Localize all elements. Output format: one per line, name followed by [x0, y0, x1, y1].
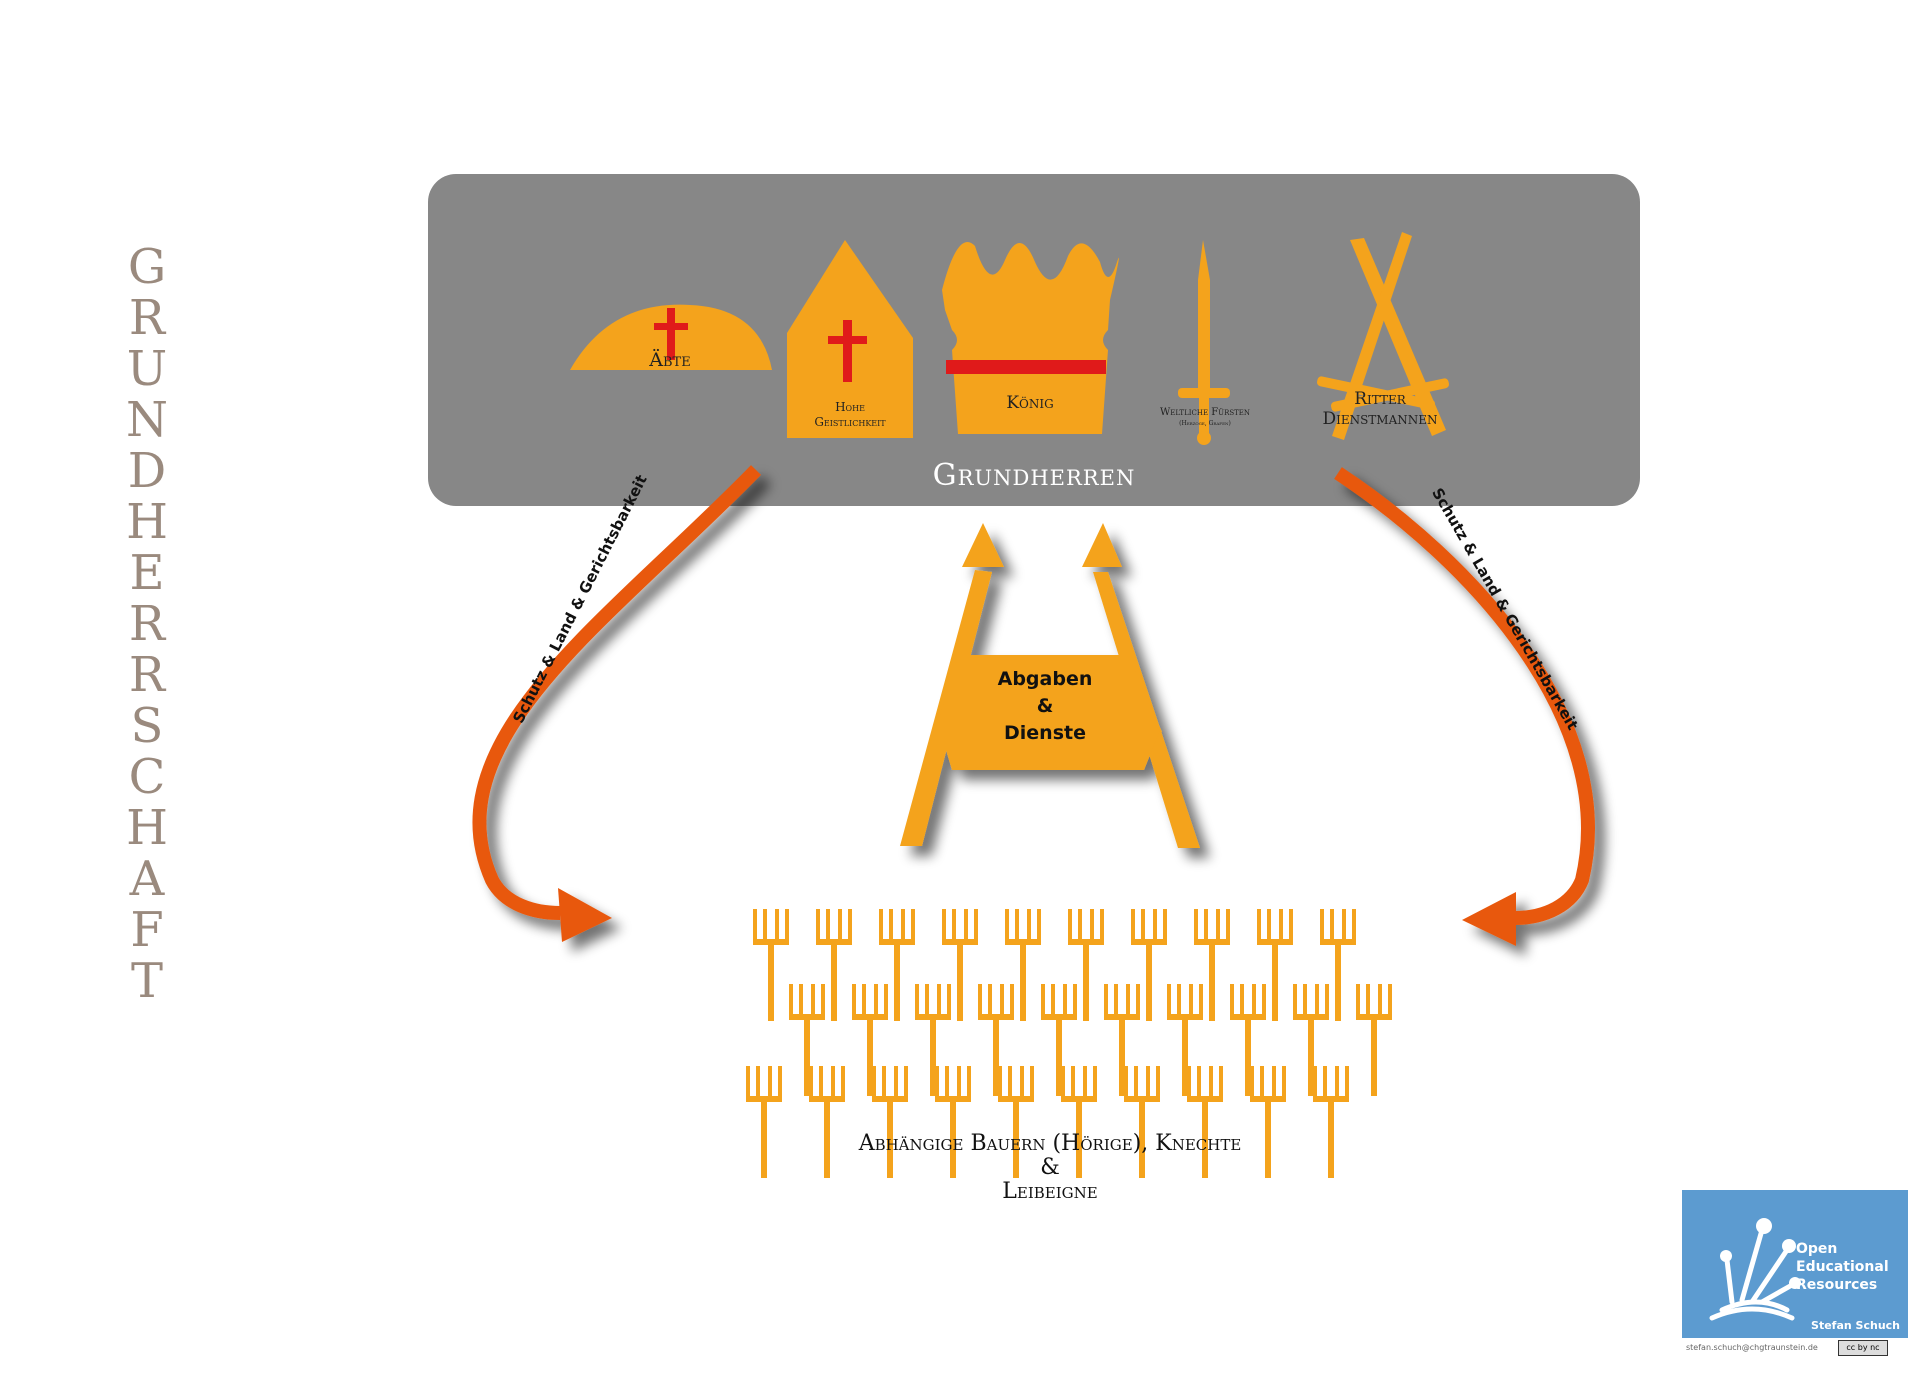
label-peasants: Abhängige Bauern (Hörige), Knechte & Lei…	[760, 1132, 1340, 1204]
pitchfork-icon	[1005, 909, 1041, 1021]
oer-badge: Open Educational Resources Stefan Schuch	[1682, 1190, 1908, 1338]
cc-license-icon: cc by nc	[1838, 1340, 1888, 1356]
label-peasants-amp: &	[1040, 1155, 1060, 1180]
label-geistlichkeit: Geistlichkeit	[814, 415, 886, 429]
pitchfork-icon	[1041, 984, 1077, 1096]
pitchfork-icon	[816, 909, 852, 1021]
pitchfork-icon	[746, 1066, 782, 1178]
title-letter: R	[128, 290, 166, 346]
label-ritter-line1: Ritter	[1354, 389, 1406, 409]
label-ritter: Ritter Dienstmannen	[1290, 389, 1470, 429]
mitre-icon	[787, 240, 913, 438]
label-tribute: Abgaben & Dienste	[965, 666, 1125, 747]
label-hohe: Hohe	[835, 400, 865, 414]
pitchfork-icon	[998, 1066, 1034, 1178]
label-amp: &	[1036, 695, 1054, 717]
oer-email: stefan.schuch@chgtraunstein.de	[1686, 1343, 1818, 1352]
pitchfork-icon	[942, 909, 978, 1021]
pitchfork-icon	[1250, 1066, 1286, 1178]
label-peasants-line1: Abhängige Bauern (Hörige), Knechte	[858, 1131, 1242, 1156]
label-koenig: König	[1006, 393, 1054, 413]
label-hohe-geistlichkeit: Hohe Geistlichkeit	[788, 400, 912, 430]
pitchfork-icon	[753, 909, 789, 1021]
title-letter: U	[126, 341, 168, 397]
label-fuersten-sub: (Herzoge, Grafen)	[1179, 420, 1231, 427]
title-letter: T	[130, 953, 163, 1009]
pitchfork-icon	[1320, 909, 1356, 1021]
label-fuersten: Weltliche Fürsten	[1159, 407, 1251, 418]
title-letter: R	[128, 596, 166, 652]
oer-hands-icon	[1709, 1218, 1801, 1321]
title-letter: H	[126, 800, 168, 856]
oer-text: Open Educational Resources	[1796, 1240, 1889, 1294]
title-letter: E	[129, 545, 165, 601]
pitchfork-icon	[1104, 984, 1140, 1096]
label-grundherren: Grundherren	[932, 458, 1136, 493]
label-abgaben: Abgaben	[997, 668, 1093, 690]
label-dienste: Dienste	[1004, 722, 1086, 744]
pitchfork-icon	[1356, 984, 1392, 1096]
pitchfork-icon	[1257, 909, 1293, 1021]
pitchfork-icon	[1187, 1066, 1223, 1178]
pitchfork-icon	[1131, 909, 1167, 1021]
pitchfork-icon	[1313, 1066, 1349, 1178]
title-letter: D	[127, 443, 167, 499]
arrow-right-schutz	[1334, 467, 1595, 946]
pitchfork-icon	[852, 984, 888, 1096]
pitchfork-icon	[879, 909, 915, 1021]
pitchfork-icon	[1068, 909, 1104, 1021]
arrow-left-schutz	[472, 465, 762, 942]
pitchfork-icon	[789, 984, 825, 1096]
oer-line-resources: Resources	[1796, 1277, 1878, 1293]
pitchfork-icon	[935, 1066, 971, 1178]
title-letter: S	[130, 698, 164, 754]
oer-author: Stefan Schuch	[1811, 1319, 1900, 1332]
pitchfork-icon	[1124, 1066, 1160, 1178]
title-letter: F	[130, 902, 164, 958]
pitchfork-icon	[1167, 984, 1203, 1096]
title-letter: N	[126, 392, 168, 448]
pitchfork-icon	[915, 984, 951, 1096]
pitchfork-icon	[1230, 984, 1266, 1096]
title-letter: G	[127, 239, 167, 295]
label-peasants-line3: Leibeigne	[1002, 1179, 1098, 1204]
pitchfork-field	[746, 909, 1392, 1178]
crossed-swords-icon	[1317, 232, 1449, 440]
pitchfork-icon	[1194, 909, 1230, 1021]
title-letter: A	[129, 851, 165, 907]
pitchfork-icon	[1061, 1066, 1097, 1178]
pitchfork-icon	[1293, 984, 1329, 1096]
pitchfork-icon	[872, 1066, 908, 1178]
crown-icon	[942, 241, 1119, 434]
pitchfork-icon	[978, 984, 1014, 1096]
title-letter: C	[128, 749, 166, 805]
aebte-icon	[570, 304, 772, 370]
label-weltliche-fuersten: Weltliche Fürsten (Herzoge, Grafen)	[1130, 407, 1280, 429]
pitchfork-icon	[809, 1066, 845, 1178]
title-letter: R	[128, 647, 166, 703]
oer-line-open: Open	[1796, 1241, 1838, 1257]
label-aebte: Äbte	[649, 349, 691, 371]
title-letter: H	[126, 494, 168, 550]
label-ritter-line2: Dienstmannen	[1322, 409, 1438, 429]
oer-line-educational: Educational	[1796, 1259, 1889, 1275]
sword-icon	[1178, 240, 1230, 445]
tribute-arrows	[900, 523, 1200, 848]
